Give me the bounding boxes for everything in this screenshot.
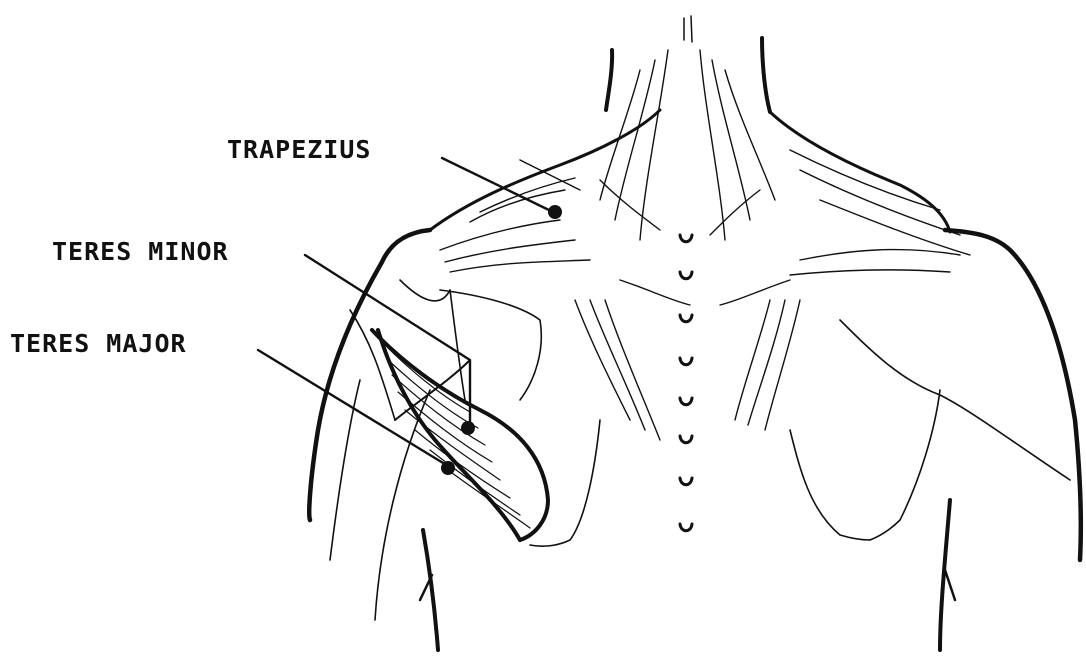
marker-dots <box>441 205 562 475</box>
teres-minor-leader-line <box>305 255 470 425</box>
trapezius-muscle <box>440 50 970 440</box>
trapezius-marker <box>548 205 562 219</box>
teres-major-marker <box>441 461 455 475</box>
spine-vertebrae <box>680 235 692 531</box>
neck-outline <box>606 16 770 112</box>
teres-minor-label: TERES MINOR <box>52 239 229 264</box>
teres-major-leader-line <box>258 350 448 466</box>
teres-minor-marker <box>461 421 475 435</box>
teres-major-label: TERES MAJOR <box>10 331 187 356</box>
shoulder-outline <box>309 110 1080 650</box>
trapezius-label: TRAPEZIUS <box>227 137 371 162</box>
